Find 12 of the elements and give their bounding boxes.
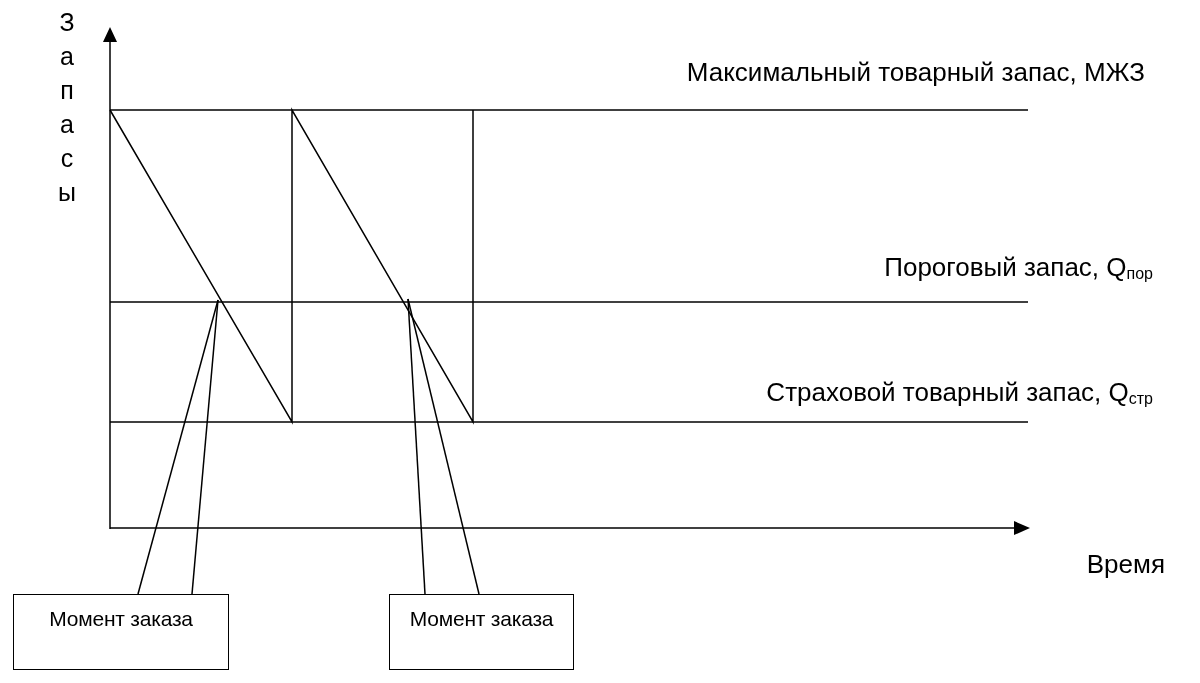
leader-line	[407, 298, 426, 595]
level-label: Страховой товарный запас, Q$_{стр}$	[766, 377, 1153, 409]
callout-text: Момент заказа	[408, 606, 555, 631]
axis-title: Время	[1086, 549, 1165, 579]
axis-title: Запасы	[57, 7, 77, 208]
callout-box	[389, 594, 574, 670]
callout-box	[13, 594, 229, 670]
leader-line	[407, 298, 480, 595]
callout-text: Момент заказа	[48, 606, 194, 631]
level-label: Пороговый запас, Q$_{пор}$	[884, 252, 1153, 284]
leader-line	[191, 299, 219, 595]
level-label: Максимальный товарный запас, МЖЗ	[686, 57, 1145, 87]
